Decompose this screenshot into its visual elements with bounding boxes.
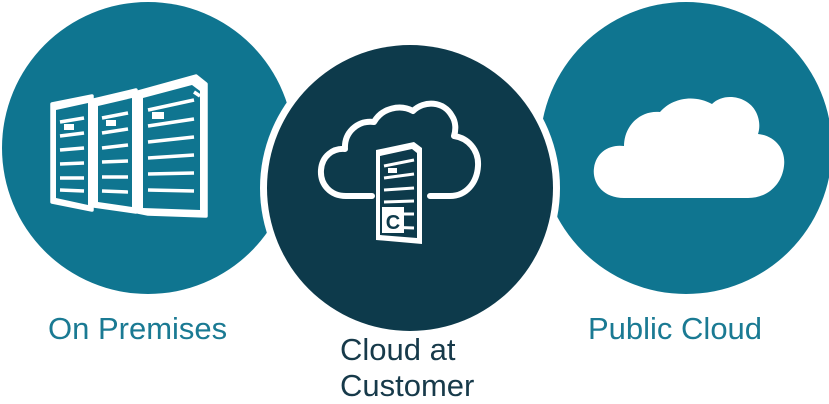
cloud-at-customer-label-line1: Cloud at (340, 332, 456, 367)
on-premises-node (2, 2, 294, 294)
cloud-at-customer-label: Cloud at Customer (340, 332, 510, 404)
cloud-at-customer-label-line2: Customer (340, 368, 475, 403)
cloud-at-customer-node: C (260, 38, 560, 338)
on-premises-label: On Premises (48, 311, 228, 346)
server-letter-c: C (386, 212, 400, 234)
cloud-server-icon: C (317, 100, 482, 244)
server-tower-icon: C (376, 142, 422, 244)
cloud-outline-icon (317, 100, 482, 199)
public-cloud-node (540, 2, 829, 294)
server-rack-icon (50, 74, 208, 218)
cloud-icon (593, 97, 785, 198)
public-cloud-label: Public Cloud (588, 311, 763, 346)
